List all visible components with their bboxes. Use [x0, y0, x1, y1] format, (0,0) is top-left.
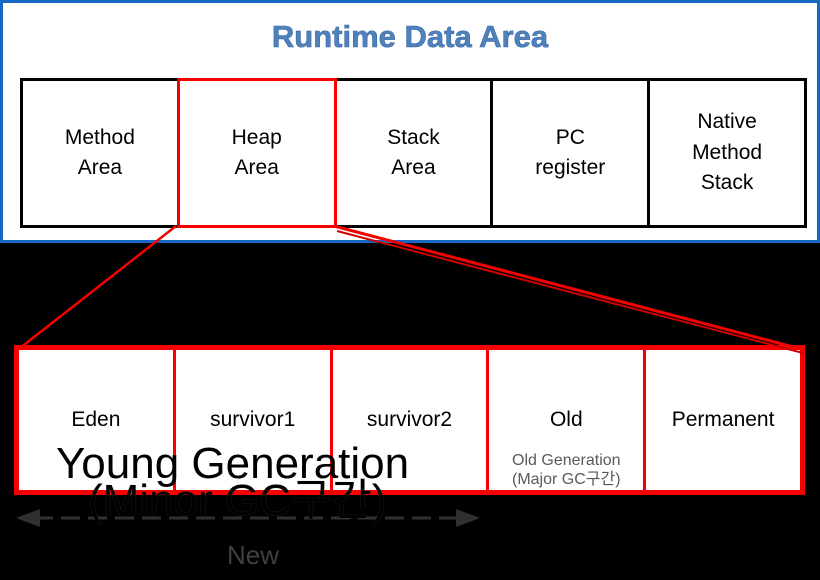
cell-permanent: Permanent	[643, 350, 800, 490]
cell-native-method-stack-label: Native Method Stack	[692, 110, 763, 195]
cell-eden-label: Eden	[71, 408, 121, 431]
cell-stack-area-label: Stack Area	[387, 125, 440, 179]
runtime-data-area-title: Runtime Data Area	[271, 19, 549, 55]
cell-heap-area-highlighted: Heap Area	[176, 78, 337, 228]
heap-zoom-connector-right	[333, 224, 804, 354]
cell-method-area: Method Area	[20, 78, 180, 228]
minor-gc-label: (Minor GC구간)	[88, 476, 387, 525]
heap-zoom-connector-left	[19, 225, 177, 349]
cell-permanent-label: Permanent	[671, 408, 775, 431]
cell-method-area-label: Method Area	[64, 125, 135, 179]
cell-survivor1-label: survivor1	[210, 408, 296, 431]
cell-stack-area: Stack Area	[333, 78, 494, 228]
cell-survivor1: survivor1	[172, 350, 330, 490]
cell-pc-register: PC register	[490, 78, 651, 228]
new-arrow-label: New	[226, 540, 279, 570]
cell-heap-area-label: Heap Area	[231, 125, 282, 179]
cell-native-method-stack: Native Method Stack	[647, 78, 807, 228]
cell-old-label: Old	[549, 408, 583, 431]
runtime-area-row: Method Area Heap Area Stack Area PC regi…	[20, 78, 807, 228]
cell-old: Old Old Generation (Major GC구간)	[486, 350, 643, 490]
cell-pc-register-label: PC register	[535, 125, 606, 179]
cell-survivor2: survivor2	[329, 350, 487, 490]
runtime-data-area-panel: Runtime Data Area Method Area Heap Area …	[0, 0, 820, 243]
cell-eden: Eden	[19, 350, 173, 490]
cell-survivor2-label: survivor2	[366, 408, 453, 431]
heap-detail-panel: Eden survivor1 survivor2 Old Old Generat…	[14, 345, 805, 495]
young-generation-label: Young Generation	[56, 439, 410, 488]
old-generation-note: Old Generation (Major GC구간)	[512, 452, 621, 488]
